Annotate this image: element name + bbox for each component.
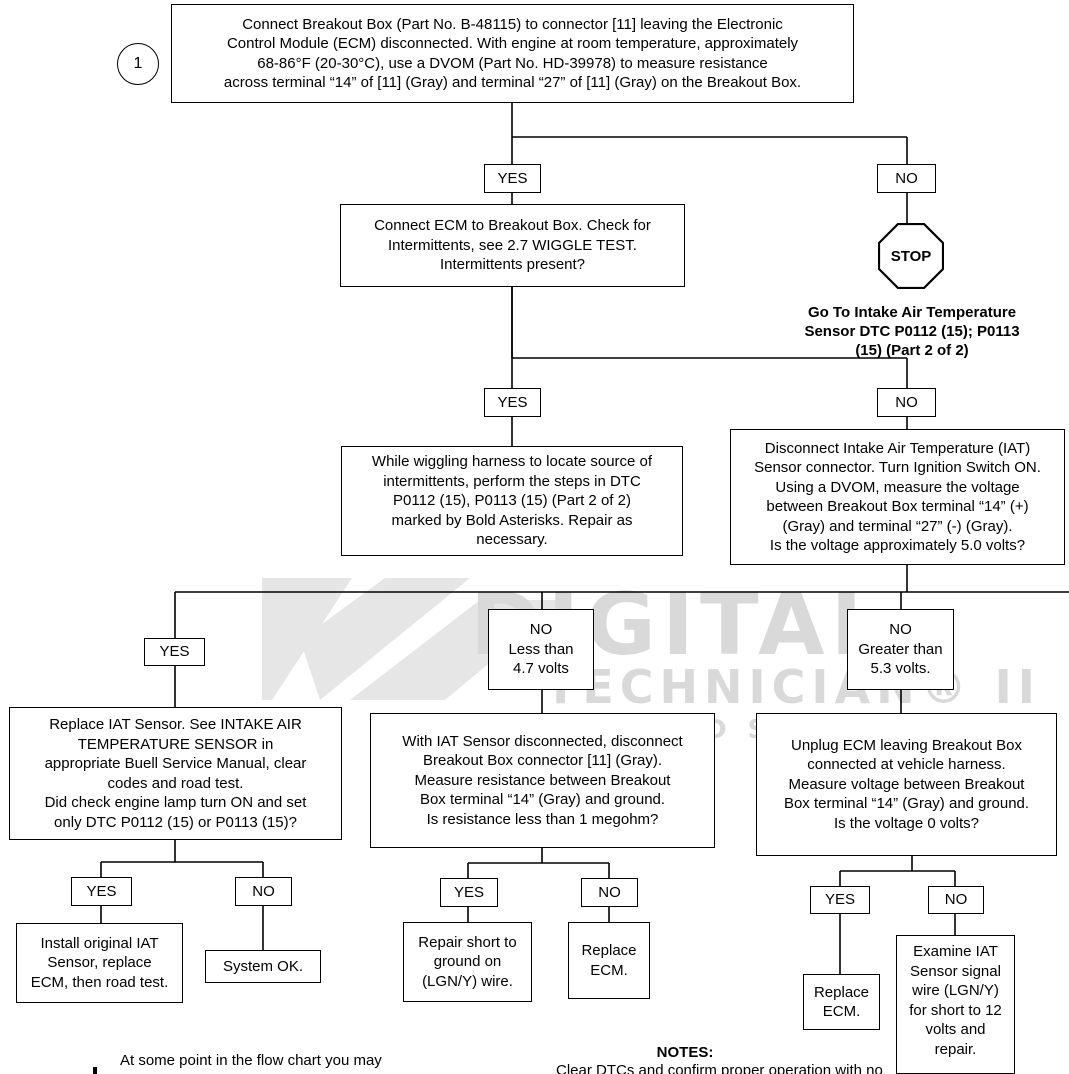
step-number-circle: 1 [117,43,159,85]
notes-body: Clear DTCs and confirm proper operation … [556,1062,883,1074]
install-original-box: Install original IAT Sensor, replace ECM… [16,923,183,1003]
check-intermittents-box: Connect ECM to Breakout Box. Check for I… [340,204,685,287]
no-less-than-label: NO Less than 4.7 volts [488,609,594,690]
system-ok-box: System OK. [205,950,321,983]
stop-goto-note: Go To Intake Air Temperature Sensor DTC … [804,304,1020,359]
examine-iat-box: Examine IAT Sensor signal wire (LGN/Y) f… [896,935,1015,1074]
no-label-4: NO [235,877,292,906]
repair-short-box: Repair short to ground on (LGN/Y) wire. [403,922,532,1002]
yes-label-1: YES [484,164,541,193]
yes-label-3: YES [144,638,205,666]
no-label-1: NO [877,164,936,193]
replace-ecm-box-a: Replace ECM. [568,922,650,999]
stop-label: STOP [890,247,932,265]
stop-sign: STOP [877,222,945,290]
replace-iat-box: Replace IAT Sensor. See INTAKE AIR TEMPE… [9,707,342,840]
yes-label-6: YES [810,886,870,914]
no-label-5: NO [581,878,638,907]
stop-octagon-icon [877,222,945,290]
yes-label-4: YES [71,877,132,906]
no-label-2: NO [877,388,936,417]
side-note-text: At some point in the flow chart you may [120,1052,382,1069]
yes-label-5: YES [440,878,498,907]
yes-label-2: YES [484,388,541,417]
iat-disconnected-box: With IAT Sensor disconnected, disconnect… [370,713,715,848]
start-instruction-box: Connect Breakout Box (Part No. B-48115) … [171,4,854,103]
notes-title: NOTES: [656,1044,714,1061]
unplug-ecm-box: Unplug ECM leaving Breakout Box connecte… [756,713,1057,856]
replace-ecm-box-b: Replace ECM. [803,974,880,1030]
no-greater-than-label: NO Greater than 5.3 volts. [847,609,954,690]
no-label-6: NO [928,886,984,914]
note-bullet [93,1067,97,1074]
wiggle-harness-box: While wiggling harness to locate source … [341,446,683,556]
disconnect-iat-box: Disconnect Intake Air Temperature (IAT) … [730,429,1065,565]
